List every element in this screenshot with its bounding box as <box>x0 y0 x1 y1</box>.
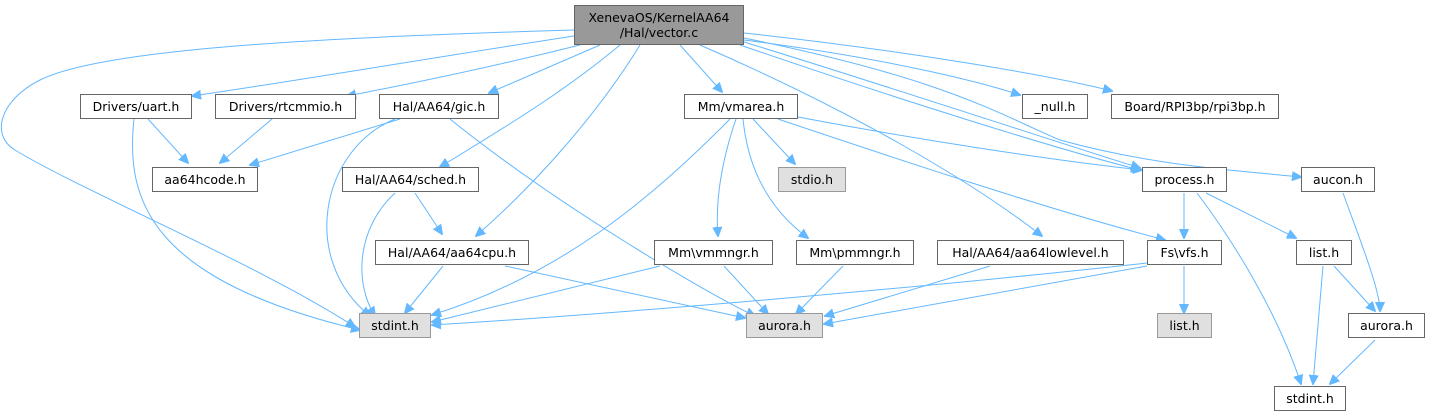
edge-root-sched <box>440 44 621 167</box>
edge-root-rtcmmio <box>347 44 581 96</box>
edge-vmarea-pmmngr <box>742 118 808 238</box>
edge-vmarea-stdio <box>752 118 795 164</box>
node-aurora-h-2[interactable]: aurora.h <box>1348 313 1425 338</box>
node-stdio-h[interactable]: stdio.h <box>778 167 846 192</box>
edge-vmarea-vmmngr <box>717 118 737 236</box>
edge-sched-stdint <box>361 192 396 316</box>
edge-vmarea-vfs <box>777 118 1165 240</box>
edge-gic-aurora <box>449 118 755 316</box>
edge-root-aa64cpu <box>476 44 641 236</box>
node-aurora-h[interactable]: aurora.h <box>746 313 823 338</box>
edge-root-uart <box>192 35 575 96</box>
node-aucon-h[interactable]: aucon.h <box>1301 167 1375 192</box>
edge-aurora-stdint <box>1330 339 1376 384</box>
edge-gic-stdint <box>326 118 396 316</box>
edge-aucon-aurora <box>1342 192 1380 311</box>
edge-vmmngr-aurora <box>723 265 768 314</box>
edge-uart-aa64hcode <box>147 118 188 163</box>
edge-vfs-aurora <box>824 265 1148 324</box>
edge-vmmngr-stdint <box>432 265 661 322</box>
node-root-line1: XenevaOS/KernelAA64 <box>588 10 730 25</box>
edge-root-process <box>743 41 1140 168</box>
edge-aa64cpu-stdint <box>405 265 444 313</box>
node-hal-sched-h[interactable]: Hal/AA64/sched.h <box>342 167 479 192</box>
edge-uart-stdint <box>131 118 360 330</box>
edge-pmmngr-aurora <box>796 265 844 314</box>
node-process-h[interactable]: process.h <box>1142 167 1227 192</box>
edge-list-stdint <box>1313 265 1324 384</box>
edge-aa64lowlevel-aurora <box>825 265 991 316</box>
edge-aa64cpu-aurora <box>504 265 745 318</box>
edge-root-aa64lowlevel <box>699 44 1042 236</box>
node-list-h[interactable]: list.h <box>1157 313 1212 338</box>
node-mm-vmarea-h[interactable]: Mm/vmarea.h <box>684 94 798 119</box>
edge-root-rpi3bp <box>743 32 1112 91</box>
edge-gic-aa64hcode <box>250 118 401 165</box>
node-list-h-2[interactable]: list.h <box>1296 240 1352 265</box>
edge-root-gic <box>489 44 601 93</box>
edge-sched-aa64cpu <box>414 192 442 234</box>
node-board-rpi3bp-h[interactable]: Board/RPI3bp/rpi3bp.h <box>1111 94 1279 119</box>
node-mm-vmmngr-h[interactable]: Mm\vmmngr.h <box>654 240 773 265</box>
node-fs-vfs-h[interactable]: Fs\vfs.h <box>1147 240 1222 265</box>
node-hal-aa64cpu-h[interactable]: Hal/AA64/aa64cpu.h <box>375 240 529 265</box>
edge-process-stdint <box>1196 192 1301 384</box>
node-drivers-rtcmmio-h[interactable]: Drivers/rtcmmio.h <box>215 94 356 119</box>
node-null-h[interactable]: _null.h <box>1022 94 1088 119</box>
edge-vmarea-stdint <box>432 118 731 315</box>
node-aa64hcode-h[interactable]: aa64hcode.h <box>152 167 258 192</box>
edge-rtcmmio-aa64hcode <box>220 118 273 163</box>
edge-root-stdint <box>0 29 575 327</box>
node-hal-aa64lowlevel-h[interactable]: Hal/AA64/aa64lowlevel.h <box>937 240 1124 265</box>
node-mm-pmmngr-h[interactable]: Mm\pmmngr.h <box>796 240 914 265</box>
edge-root-process-2 <box>739 44 1140 170</box>
edge-root-vmarea <box>679 44 722 92</box>
edge-vfs-stdint <box>432 262 1148 325</box>
node-root-line2: /Hal/vector.c <box>619 25 699 40</box>
node-drivers-uart-h[interactable]: Drivers/uart.h <box>80 94 192 119</box>
edge-process-list <box>1205 192 1296 238</box>
node-root-vector-c[interactable]: XenevaOS/KernelAA64 /Hal/vector.c <box>574 5 744 45</box>
node-hal-gic-h[interactable]: Hal/AA64/gic.h <box>379 94 499 119</box>
edge-root-null <box>743 39 1020 95</box>
node-stdint-h[interactable]: stdint.h <box>359 313 431 338</box>
node-stdint-h-2[interactable]: stdint.h <box>1274 386 1346 411</box>
edge-list-aurora <box>1333 265 1375 311</box>
edge-vmarea-process <box>797 116 1142 170</box>
